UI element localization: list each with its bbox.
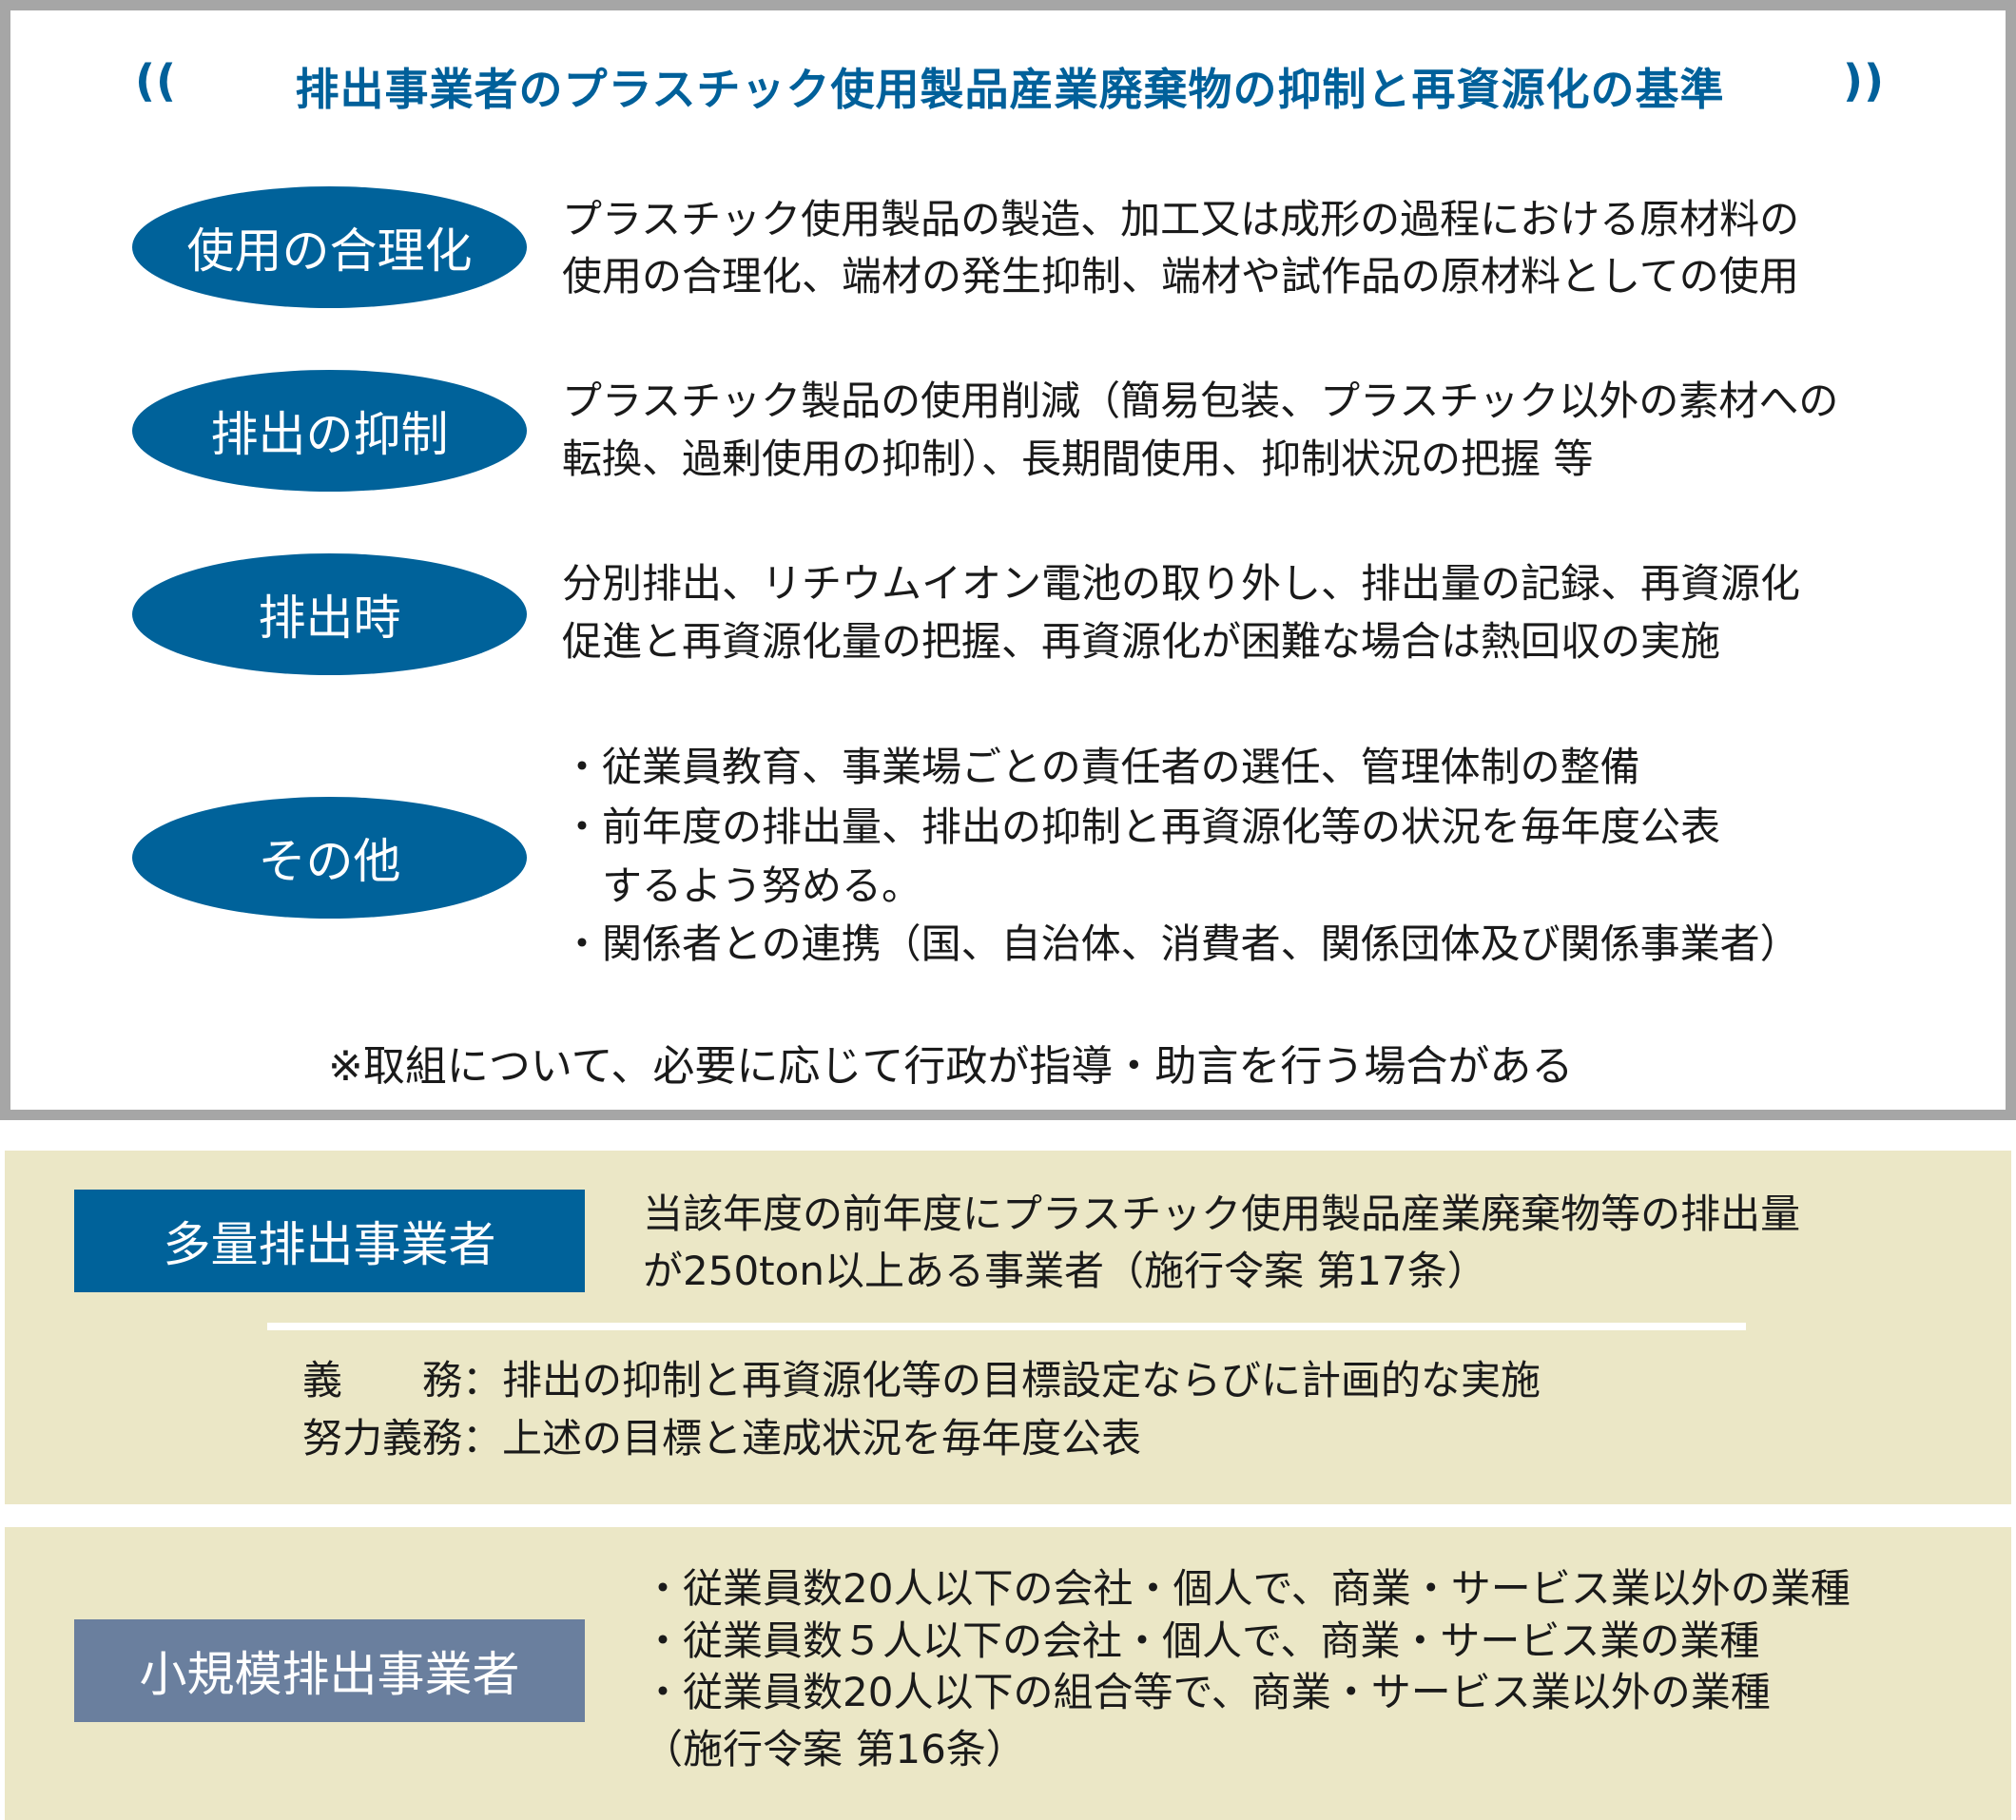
- title-close-bracket: )): [1842, 55, 1885, 106]
- criteria-text: ・前年度の排出量、排出の抑制と再資源化等の状況を毎年度公表: [562, 804, 1721, 850]
- small-discharger-text: ・従業員数５人以下の会社・個人で、商業・サービス業の業種: [643, 1617, 1760, 1664]
- small-discharger-label: 小規模排出事業者: [74, 1619, 585, 1722]
- small-discharger-text: ・従業員数20人以下の組合等で、商業・サービス業以外の業種: [643, 1669, 1771, 1715]
- criteria-text: プラスチック製品の使用削減（簡易包装、プラスチック以外の素材への: [562, 378, 1839, 424]
- divider: [267, 1323, 1746, 1330]
- duty-text: 義 務：排出の抑制と再資源化等の目標設定ならびに計画的な実施: [302, 1357, 1541, 1404]
- small-discharger-text: （施行令案 第16条）: [643, 1726, 1026, 1772]
- criteria-text: ・従業員教育、事業場ごとの責任者の選任、管理体制の整備: [562, 744, 1640, 790]
- page-title: (( 排出事業者のプラスチック使用製品産業廃棄物の抑制と再資源化の基準 )): [135, 55, 1885, 118]
- criteria-text: 使用の合理化、端材の発生抑制、端材や試作品の原材料としての使用: [562, 253, 1799, 300]
- title-open-bracket: ((: [135, 55, 178, 106]
- criteria-text: 分別排出、リチウムイオン電池の取り外し、排出量の記録、再資源化: [562, 560, 1801, 607]
- criteria-text: 促進と再資源化量の把握、再資源化が困難な場合は熱回収の実施: [562, 618, 1721, 665]
- criteria-text: するよう努める。: [562, 862, 922, 909]
- criteria-label-other: その他: [132, 797, 527, 919]
- large-discharger-text: 当該年度の前年度にプラスチック使用製品産業廃棄物等の排出量: [643, 1191, 1801, 1237]
- criteria-label-suppression: 排出の抑制: [132, 370, 527, 492]
- large-discharger-text: が250ton以上ある事業者（施行令案 第17条）: [643, 1248, 1487, 1294]
- large-discharger-label: 多量排出事業者: [74, 1190, 585, 1292]
- note: ※取組について、必要に応じて行政が指導・助言を行う場合がある: [328, 1042, 1574, 1091]
- small-discharger-text: ・従業員数20人以下の会社・個人で、商業・サービス業以外の業種: [643, 1565, 1851, 1612]
- criteria-text: ・関係者との連携（国、自治体、消費者、関係団体及び関係事業者）: [562, 920, 1800, 967]
- criteria-label-rationalization: 使用の合理化: [132, 186, 527, 308]
- criteria-text: プラスチック使用製品の製造、加工又は成形の過程における原材料の: [562, 196, 1800, 242]
- title-text: 排出事業者のプラスチック使用製品産業廃棄物の抑制と再資源化の基準: [295, 64, 1725, 115]
- criteria-text: 転換、過剰使用の抑制）、長期間使用、抑制状況の把握 等: [562, 436, 1594, 482]
- criteria-label-discharge: 排出時: [132, 553, 527, 675]
- effort-duty-text: 努力義務：上述の目標と達成状況を毎年度公表: [302, 1415, 1142, 1462]
